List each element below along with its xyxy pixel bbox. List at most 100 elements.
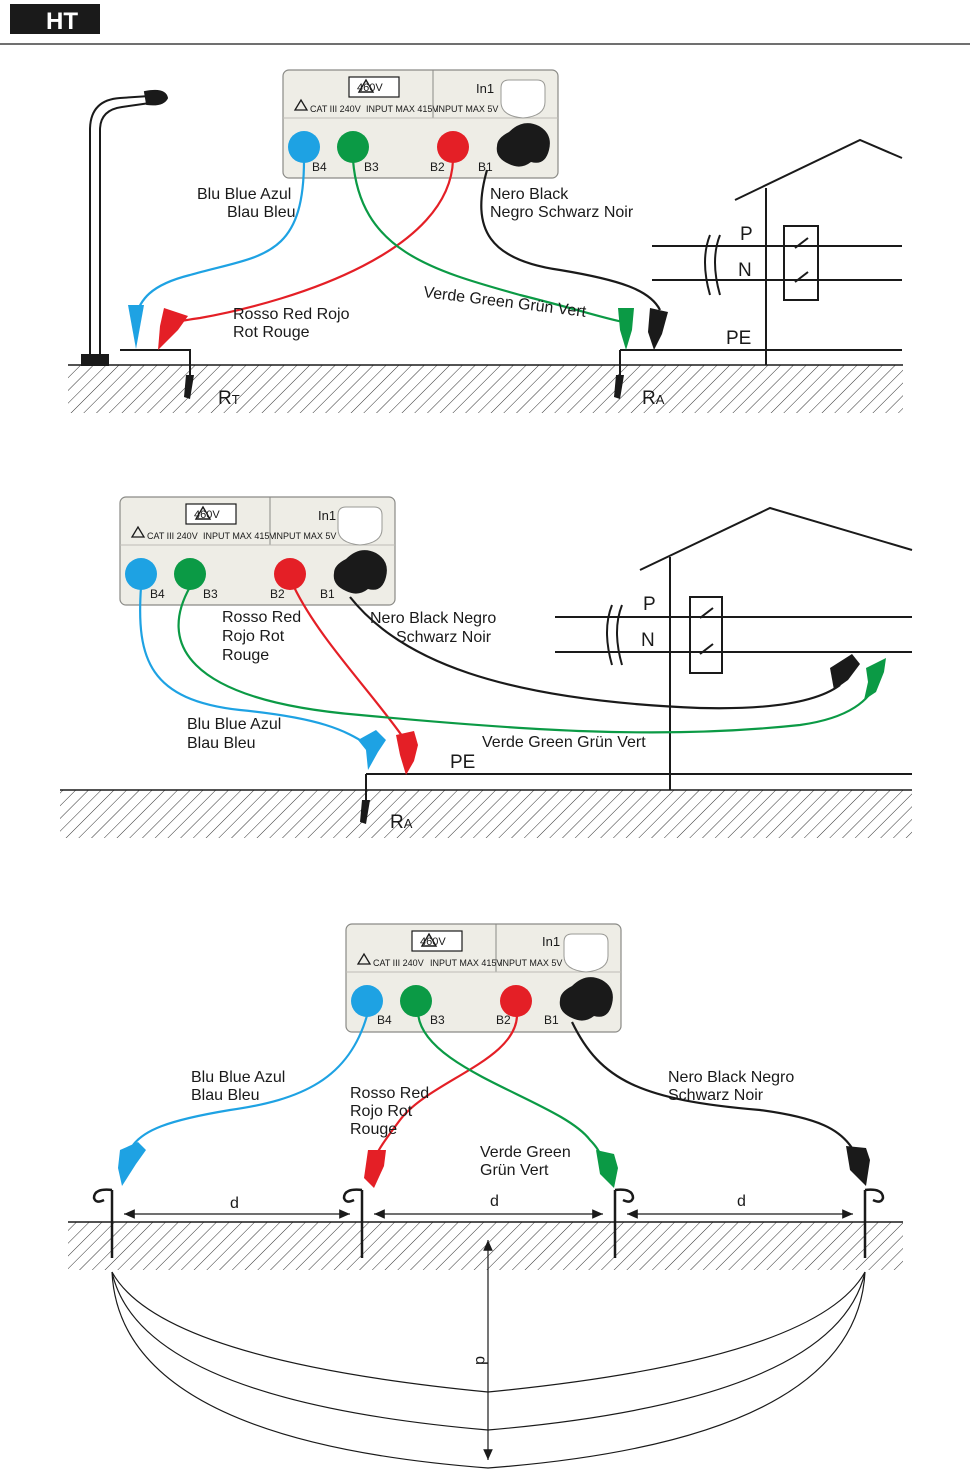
red-clip-icon <box>364 1150 386 1188</box>
warning-label: 460V <box>357 82 383 94</box>
cat-label: CAT III 240V <box>310 104 361 114</box>
ground-hatch <box>60 790 912 838</box>
blue-clip-icon <box>358 730 386 770</box>
red-label-line3: Rouge <box>350 1121 397 1138</box>
black-label-line2: Negro Schwarz Noir <box>490 204 634 221</box>
svg-text:CAT III 240V: CAT III 240V <box>373 958 424 968</box>
red-label-line2: Rot Rouge <box>233 324 310 341</box>
svg-text:B4: B4 <box>377 1013 392 1027</box>
svg-text:B4: B4 <box>150 587 165 601</box>
rt-electrode-icon <box>184 375 194 399</box>
ra-label: RA <box>390 812 413 833</box>
black-clip-icon <box>830 654 860 690</box>
svg-text:B3: B3 <box>430 1013 445 1027</box>
terminal-b4: B4 <box>312 160 327 174</box>
blue-cable <box>139 586 369 746</box>
red-label-line1: Rosso Red <box>350 1085 429 1102</box>
blue-label-line1: Blu Blue Azul <box>187 716 281 733</box>
red-clip-icon <box>396 731 418 775</box>
instrument-2-labels: 460V CAT III 240V INPUT MAX 415V INPUT M… <box>147 508 336 601</box>
distance-markers <box>111 1209 866 1469</box>
green-label-line2: Grün Vert <box>480 1162 549 1179</box>
terminal-b1: B1 <box>478 160 493 174</box>
ground-hatch <box>68 1222 903 1270</box>
black-clip-icon <box>846 1146 870 1186</box>
green-clip-icon <box>618 308 634 350</box>
green-label: Verde Green Grün Vert <box>423 284 588 321</box>
blue-label-line2: Blau Bleu <box>187 735 256 752</box>
blue-clip-icon <box>128 305 144 349</box>
svg-text:In1: In1 <box>542 934 560 949</box>
terminal-b2: B2 <box>430 160 445 174</box>
svg-text:460V: 460V <box>194 509 220 521</box>
p-label: P <box>643 594 656 615</box>
green-label: Verde Green Grün Vert <box>482 734 646 751</box>
d-label-1: d <box>230 1195 239 1212</box>
house-icon <box>620 138 903 365</box>
green-label-line1: Verde Green <box>480 1144 571 1161</box>
svg-text:INPUT MAX 415V: INPUT MAX 415V <box>430 958 502 968</box>
green-cable <box>351 159 625 324</box>
pe-label: PE <box>450 752 475 773</box>
pe-label: PE <box>726 328 751 349</box>
blue-label-line1: Blu Blue Azul <box>191 1069 285 1086</box>
black-clip-icon <box>648 308 668 350</box>
svg-text:B2: B2 <box>496 1013 511 1027</box>
red-cable <box>171 159 455 324</box>
black-label-line1: Nero Black Negro <box>370 610 496 627</box>
n-label: N <box>641 630 655 651</box>
blue-cable <box>133 159 306 319</box>
diagram-3: 460V CAT III 240V INPUT MAX 415V INPUT M… <box>68 923 903 1469</box>
diagram-1: P N PE RT RA 460V CAT III 240V INPUT MAX… <box>68 69 903 413</box>
in1-label: In1 <box>476 81 494 96</box>
diagram-2: P N PE RA 460V CAT III 240V INPUT MAX 41… <box>60 496 913 838</box>
blue-label-line2: Blau Bleu <box>191 1087 260 1104</box>
black-label-line1: Nero Black <box>490 186 569 203</box>
black-label-line2: Schwarz Noir <box>668 1087 764 1104</box>
svg-text:INPUT MAX 5V: INPUT MAX 5V <box>274 531 336 541</box>
svg-text:B2: B2 <box>270 587 285 601</box>
blue-label-line2: Blau Bleu <box>227 204 296 221</box>
header: HT <box>0 4 970 45</box>
red-cable <box>293 586 406 741</box>
red-clip-icon <box>158 308 188 350</box>
instrument-3-labels: 460V CAT III 240V INPUT MAX 415V INPUT M… <box>373 934 562 1027</box>
svg-text:INPUT MAX 5V: INPUT MAX 5V <box>500 958 562 968</box>
svg-text:460V: 460V <box>420 936 446 948</box>
rt-label: RT <box>218 388 240 409</box>
red-label-line1: Rosso Red <box>222 609 301 626</box>
ra-electrode-icon <box>360 800 370 824</box>
rt-earth-wire <box>120 349 191 385</box>
house-icon <box>365 506 913 808</box>
green-clip-icon <box>864 658 886 700</box>
ra-label: RA <box>642 388 665 409</box>
green-clip-icon <box>596 1150 618 1188</box>
svg-text:B1: B1 <box>544 1013 559 1027</box>
d-label-depth: d <box>472 1356 489 1365</box>
svg-text:B3: B3 <box>203 587 218 601</box>
ground-hatch <box>68 365 903 413</box>
input-max-label: INPUT MAX 415V <box>366 104 438 114</box>
blue-clip-icon <box>118 1142 146 1186</box>
svg-text:B1: B1 <box>320 587 335 601</box>
terminal-b3: B3 <box>364 160 379 174</box>
earth-stakes <box>92 1188 885 1258</box>
blue-label-line1: Blu Blue Azul <box>197 186 291 203</box>
n-label: N <box>738 260 752 281</box>
black-cable <box>571 1021 853 1149</box>
red-label-line1: Rosso Red Rojo <box>233 306 350 323</box>
input-max5-label: INPUT MAX 5V <box>436 104 498 114</box>
d-label-2: d <box>490 1193 499 1210</box>
black-label-line2: Schwarz Noir <box>396 629 492 646</box>
ht-logo-icon <box>10 4 100 34</box>
black-cable <box>480 169 661 311</box>
street-lamp-icon <box>81 89 169 366</box>
p-label: P <box>740 224 753 245</box>
red-label-line2: Rojo Rot <box>222 628 285 645</box>
red-label-line3: Rouge <box>222 647 269 664</box>
d-label-3: d <box>737 1193 746 1210</box>
black-cable <box>349 596 841 710</box>
svg-text:CAT III 240V: CAT III 240V <box>147 531 198 541</box>
black-label-line1: Nero Black Negro <box>668 1069 794 1086</box>
